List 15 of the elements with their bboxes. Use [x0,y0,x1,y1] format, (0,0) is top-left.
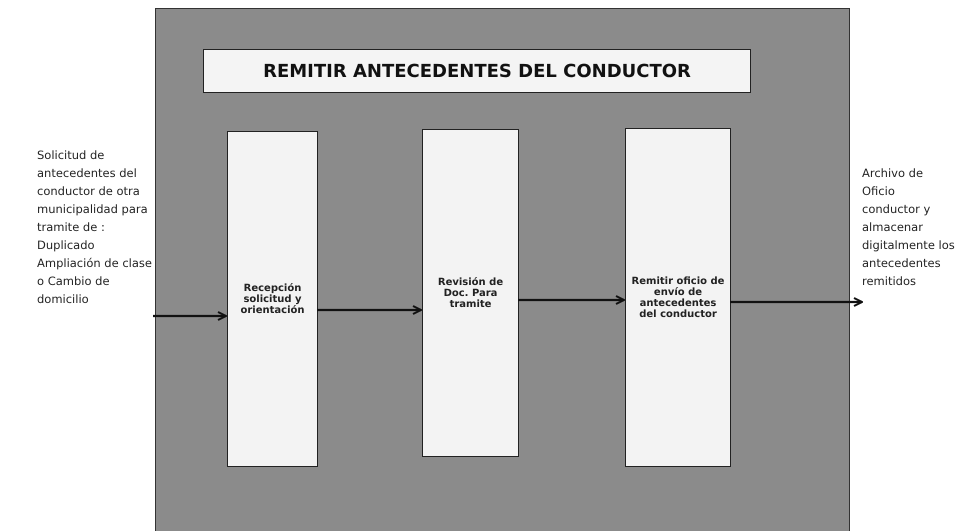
input-text: Solicitud de antecedentes del conductor de otra municipalidad para tramite de : Duplicado Ampliación de clase o Cambio de domicilio [37,146,153,406]
process-box [227,131,318,467]
arrow [730,297,863,307]
title-text: REMITIR ANTECEDENTES DEL CONDUCTOR [263,60,691,82]
title-banner [203,49,751,93]
step-label: Revisión de Doc. Para tramite [436,276,504,310]
step-label: Remitir oficio de envío de antecedentes del conductor [630,276,726,320]
step-label: Recepción solicitud y orientación [239,282,306,316]
process-panel [155,8,850,531]
arrow [153,311,227,321]
process-box [625,128,731,467]
arrow [518,295,625,305]
process-box [422,129,519,457]
output-text: Archivo de Oficio conductor y almacenar digitalmente los antecedentes remitidos [862,164,955,324]
arrow [317,305,422,315]
